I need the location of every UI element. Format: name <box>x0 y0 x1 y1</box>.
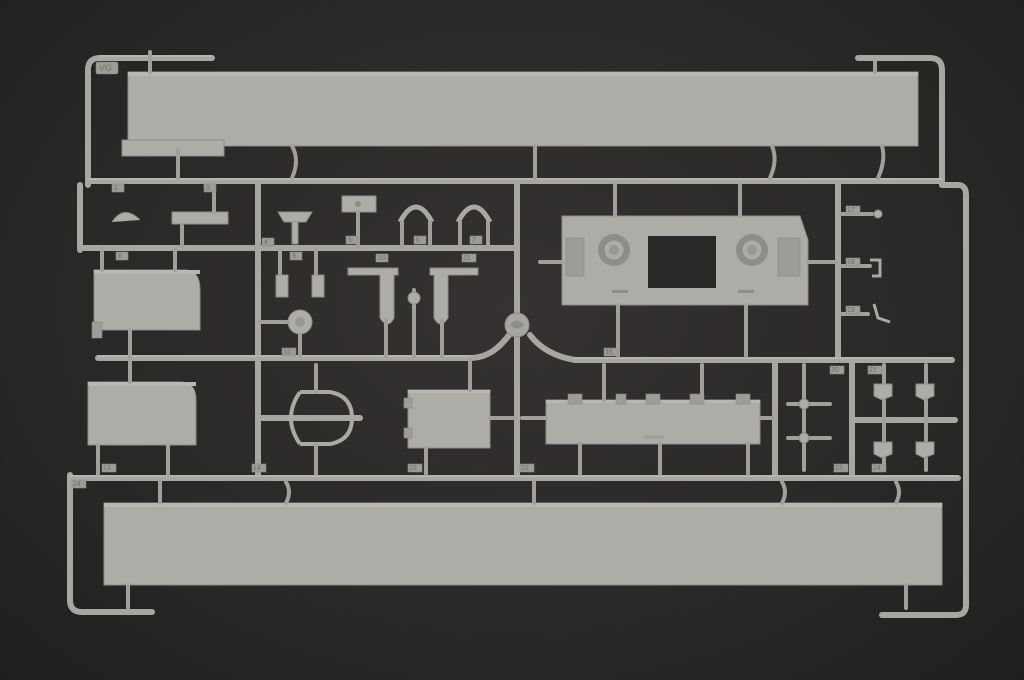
part-number-tag: 2 <box>114 185 118 192</box>
hatch-plate <box>538 183 838 358</box>
part-number-tag: 4 <box>264 239 268 246</box>
left-upper-box <box>91 246 201 357</box>
part-number-tag: 10 <box>378 255 386 262</box>
part-number-tag: 22 <box>521 465 529 472</box>
part-number-tag: 24 <box>873 465 881 472</box>
bottom-fender-panel <box>103 480 943 610</box>
small-parts-top-row <box>111 186 493 248</box>
center-panel <box>403 358 517 476</box>
part-number-tag: 7 <box>472 237 476 244</box>
part-number-tag: 8 <box>118 253 122 260</box>
hook-parts <box>873 363 935 472</box>
top-fender-panel: VG <box>95 50 919 180</box>
sprue-logo: VG <box>99 63 112 73</box>
part-number-tag: 13 <box>103 465 111 472</box>
part-number-tags: 2 3 4 5 6 7 8 9 10 11 12 13 14 15 16 17 … <box>71 183 887 489</box>
part-number-tag: 17 <box>847 207 855 214</box>
cross-parts <box>786 363 832 472</box>
cage-part <box>289 363 355 476</box>
left-lower-box <box>87 356 197 476</box>
part-number-tag: 12 <box>283 349 291 356</box>
part-number-tag: 9 <box>292 253 296 260</box>
runner-frame <box>67 55 969 618</box>
part-number-tag: 16 <box>605 349 613 356</box>
part-number-tag: 24 <box>73 481 81 488</box>
part-number-tag: 6 <box>416 237 420 244</box>
part-number-tag: 5 <box>348 237 352 244</box>
part-number-tag: 19 <box>847 307 855 314</box>
part-number-tag: 20 <box>831 367 839 374</box>
part-number-tag: 11 <box>463 255 470 262</box>
part-number-tag: 21 <box>869 367 877 374</box>
part-number-tag: 3 <box>206 185 210 192</box>
mid-left-parts <box>258 248 479 358</box>
part-number-tag: 23 <box>835 465 843 472</box>
part-number-tag: 15 <box>409 465 417 472</box>
part-number-tag: 18 <box>847 259 855 266</box>
long-bar-part <box>520 363 775 476</box>
part-number-tag: 14 <box>253 465 261 472</box>
